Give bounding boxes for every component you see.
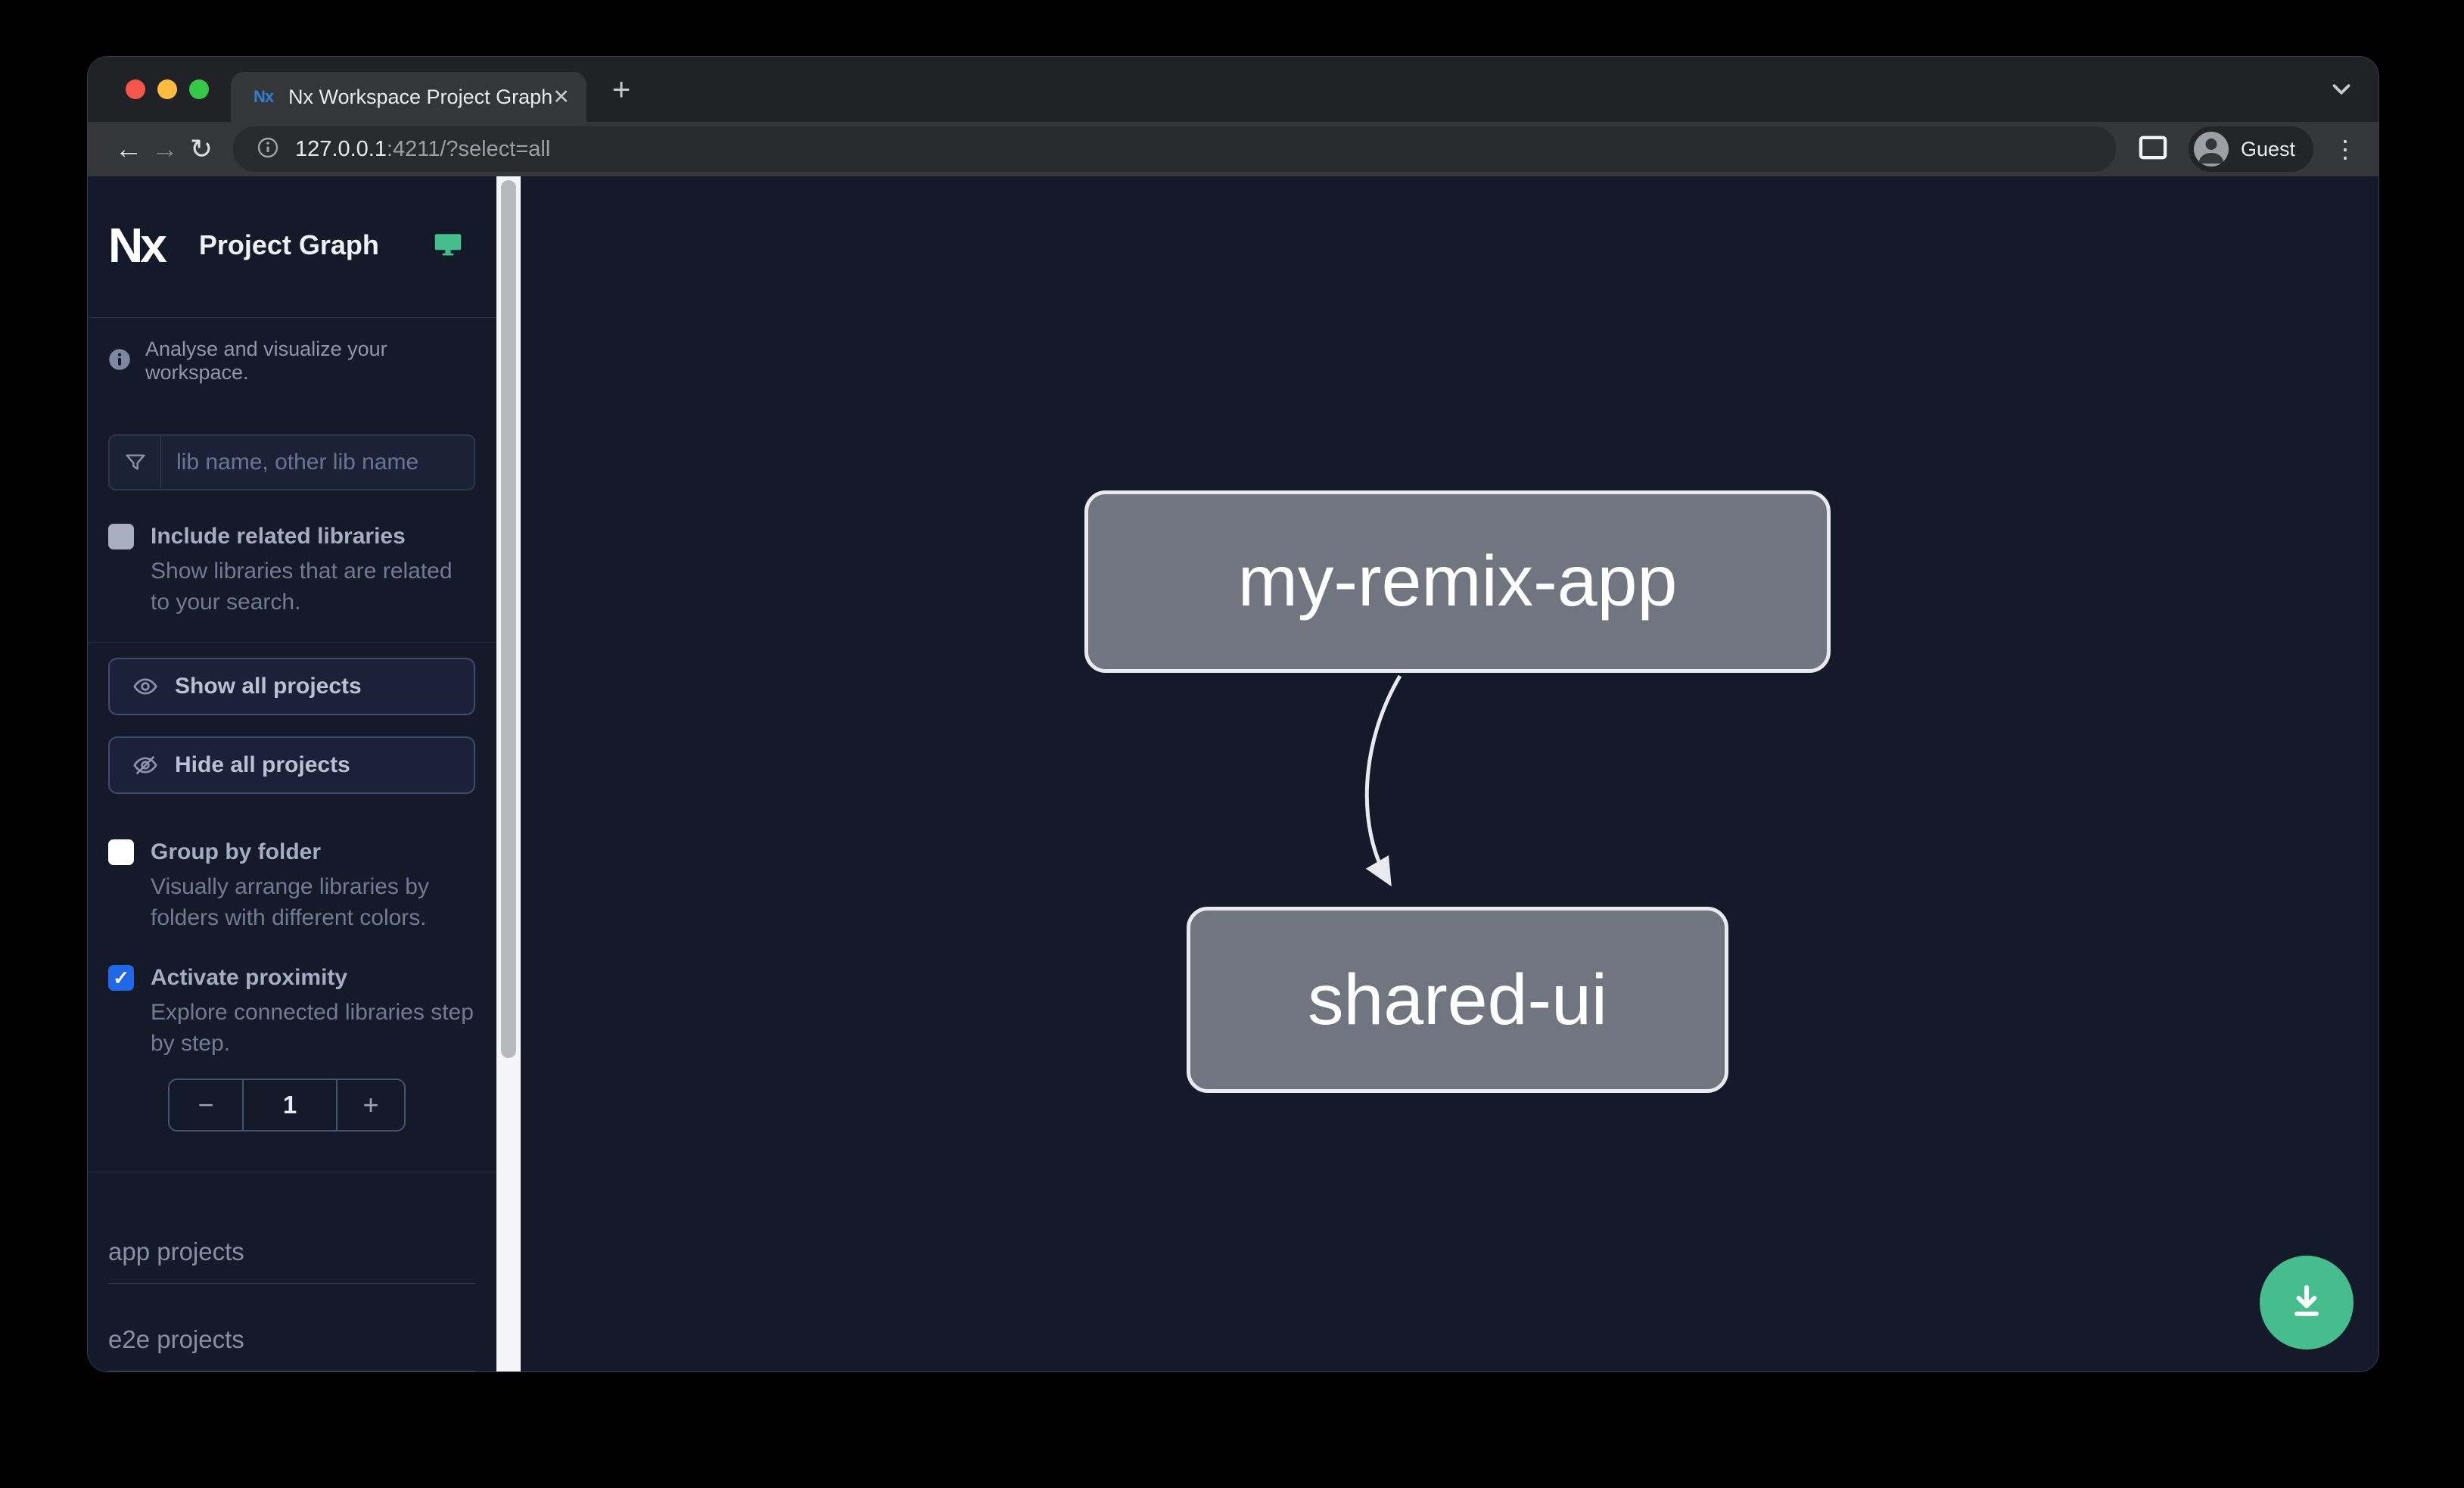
new-tab-button[interactable]: + [611, 71, 631, 107]
back-button[interactable]: ← [114, 133, 143, 164]
filter-funnel-icon [110, 436, 161, 489]
browser-tab[interactable]: Nx Nx Workspace Project Graph ✕ [231, 72, 586, 122]
desktop-monitor-icon[interactable] [434, 230, 462, 261]
sidebar: Nx Project Graph Analyse and visualize y… [88, 176, 496, 1371]
group-by-folder-checkbox[interactable] [108, 839, 134, 865]
zoom-window-button[interactable] [189, 79, 209, 99]
page-content: Nx Project Graph Analyse and visualize y… [88, 176, 2378, 1371]
include-related-block: Include related libraries Show libraries… [108, 524, 475, 618]
download-graph-button[interactable] [2260, 1256, 2354, 1349]
eye-icon [132, 674, 158, 699]
eye-slash-icon [132, 752, 158, 778]
side-panel-icon[interactable] [2139, 135, 2167, 164]
tab-search-chevron-icon[interactable] [2327, 75, 2356, 107]
tab-title: Nx Workspace Project Graph [288, 85, 553, 108]
search-input[interactable] [161, 436, 474, 489]
page-title: Project Graph [198, 229, 379, 260]
show-all-projects-label: Show all projects [175, 674, 362, 699]
group-by-folder-block: Group by folder Visually arrange librari… [108, 839, 475, 933]
scrollbar-thumb[interactable] [501, 180, 516, 1058]
close-window-button[interactable] [126, 79, 145, 99]
group-by-folder-label: Group by folder [151, 839, 321, 864]
avatar [2193, 132, 2229, 167]
browser-toolbar: ← → ↻ 127.0.0.1:4211/?select=all Guest ⋮ [88, 122, 2378, 176]
hide-all-projects-button[interactable]: Hide all projects [108, 736, 475, 794]
include-related-checkbox[interactable] [108, 524, 134, 549]
minimize-window-button[interactable] [157, 79, 177, 99]
activate-proximity-block: Activate proximity Explore connected lib… [108, 965, 475, 1059]
graph-canvas[interactable]: my-remix-app shared-ui [521, 176, 2378, 1371]
address-bar[interactable]: 127.0.0.1:4211/?select=all [233, 126, 2116, 172]
include-related-label: Include related libraries [151, 524, 406, 549]
graph-node-shared-ui[interactable]: shared-ui [1187, 907, 1728, 1093]
hide-all-projects-label: Hide all projects [175, 752, 350, 777]
section-e2e-projects[interactable]: e2e projects [108, 1325, 475, 1371]
stepper-decrement-button[interactable]: − [170, 1080, 244, 1130]
divider [88, 317, 496, 318]
divider [88, 642, 496, 643]
activate-proximity-description: Explore connected libraries step by step… [151, 1000, 474, 1056]
tagline-row: Analyse and visualize your workspace. [108, 338, 475, 384]
nx-logo: Nx [108, 218, 167, 272]
tab-strip: Nx Nx Workspace Project Graph ✕ + [88, 57, 2378, 122]
url-host: 127.0.0.1 [295, 136, 387, 161]
forward-button: → [151, 133, 179, 164]
reload-button[interactable]: ↻ [189, 133, 213, 164]
tab-close-icon[interactable]: ✕ [552, 85, 570, 108]
sidebar-scrollbar[interactable] [496, 176, 521, 1371]
url-path: :4211/?select=all [386, 136, 551, 161]
profile-label: Guest [2240, 137, 2295, 160]
stepper-increment-button[interactable]: + [336, 1080, 404, 1130]
show-all-projects-button[interactable]: Show all projects [108, 658, 475, 715]
group-by-folder-description: Visually arrange libraries by folders wi… [151, 874, 429, 930]
download-icon [2283, 1278, 2330, 1328]
window-controls [126, 57, 209, 122]
filter-field [108, 434, 475, 490]
tagline-text: Analyse and visualize your workspace. [145, 338, 387, 384]
stepper-value: 1 [282, 1091, 297, 1119]
include-related-description: Show libraries that are related to your … [151, 559, 453, 615]
browser-menu-icon[interactable]: ⋮ [2333, 135, 2357, 163]
activate-proximity-label: Activate proximity [151, 965, 348, 990]
proximity-stepper: − 1 + [168, 1079, 406, 1132]
sidebar-header: Nx Project Graph [108, 219, 475, 272]
browser-window: Nx Nx Workspace Project Graph ✕ + ← → ↻ … [88, 57, 2378, 1371]
graph-node-my-remix-app[interactable]: my-remix-app [1084, 490, 1831, 673]
site-info-icon[interactable] [256, 135, 280, 163]
url-text: 127.0.0.1:4211/?select=all [295, 137, 550, 162]
activate-proximity-checkbox[interactable] [108, 965, 134, 991]
profile-button[interactable]: Guest [2188, 126, 2313, 172]
section-app-projects[interactable]: app projects [108, 1237, 475, 1284]
dependency-edge [1364, 674, 1402, 887]
nx-favicon-icon: Nx [253, 87, 274, 106]
info-icon [108, 348, 131, 375]
